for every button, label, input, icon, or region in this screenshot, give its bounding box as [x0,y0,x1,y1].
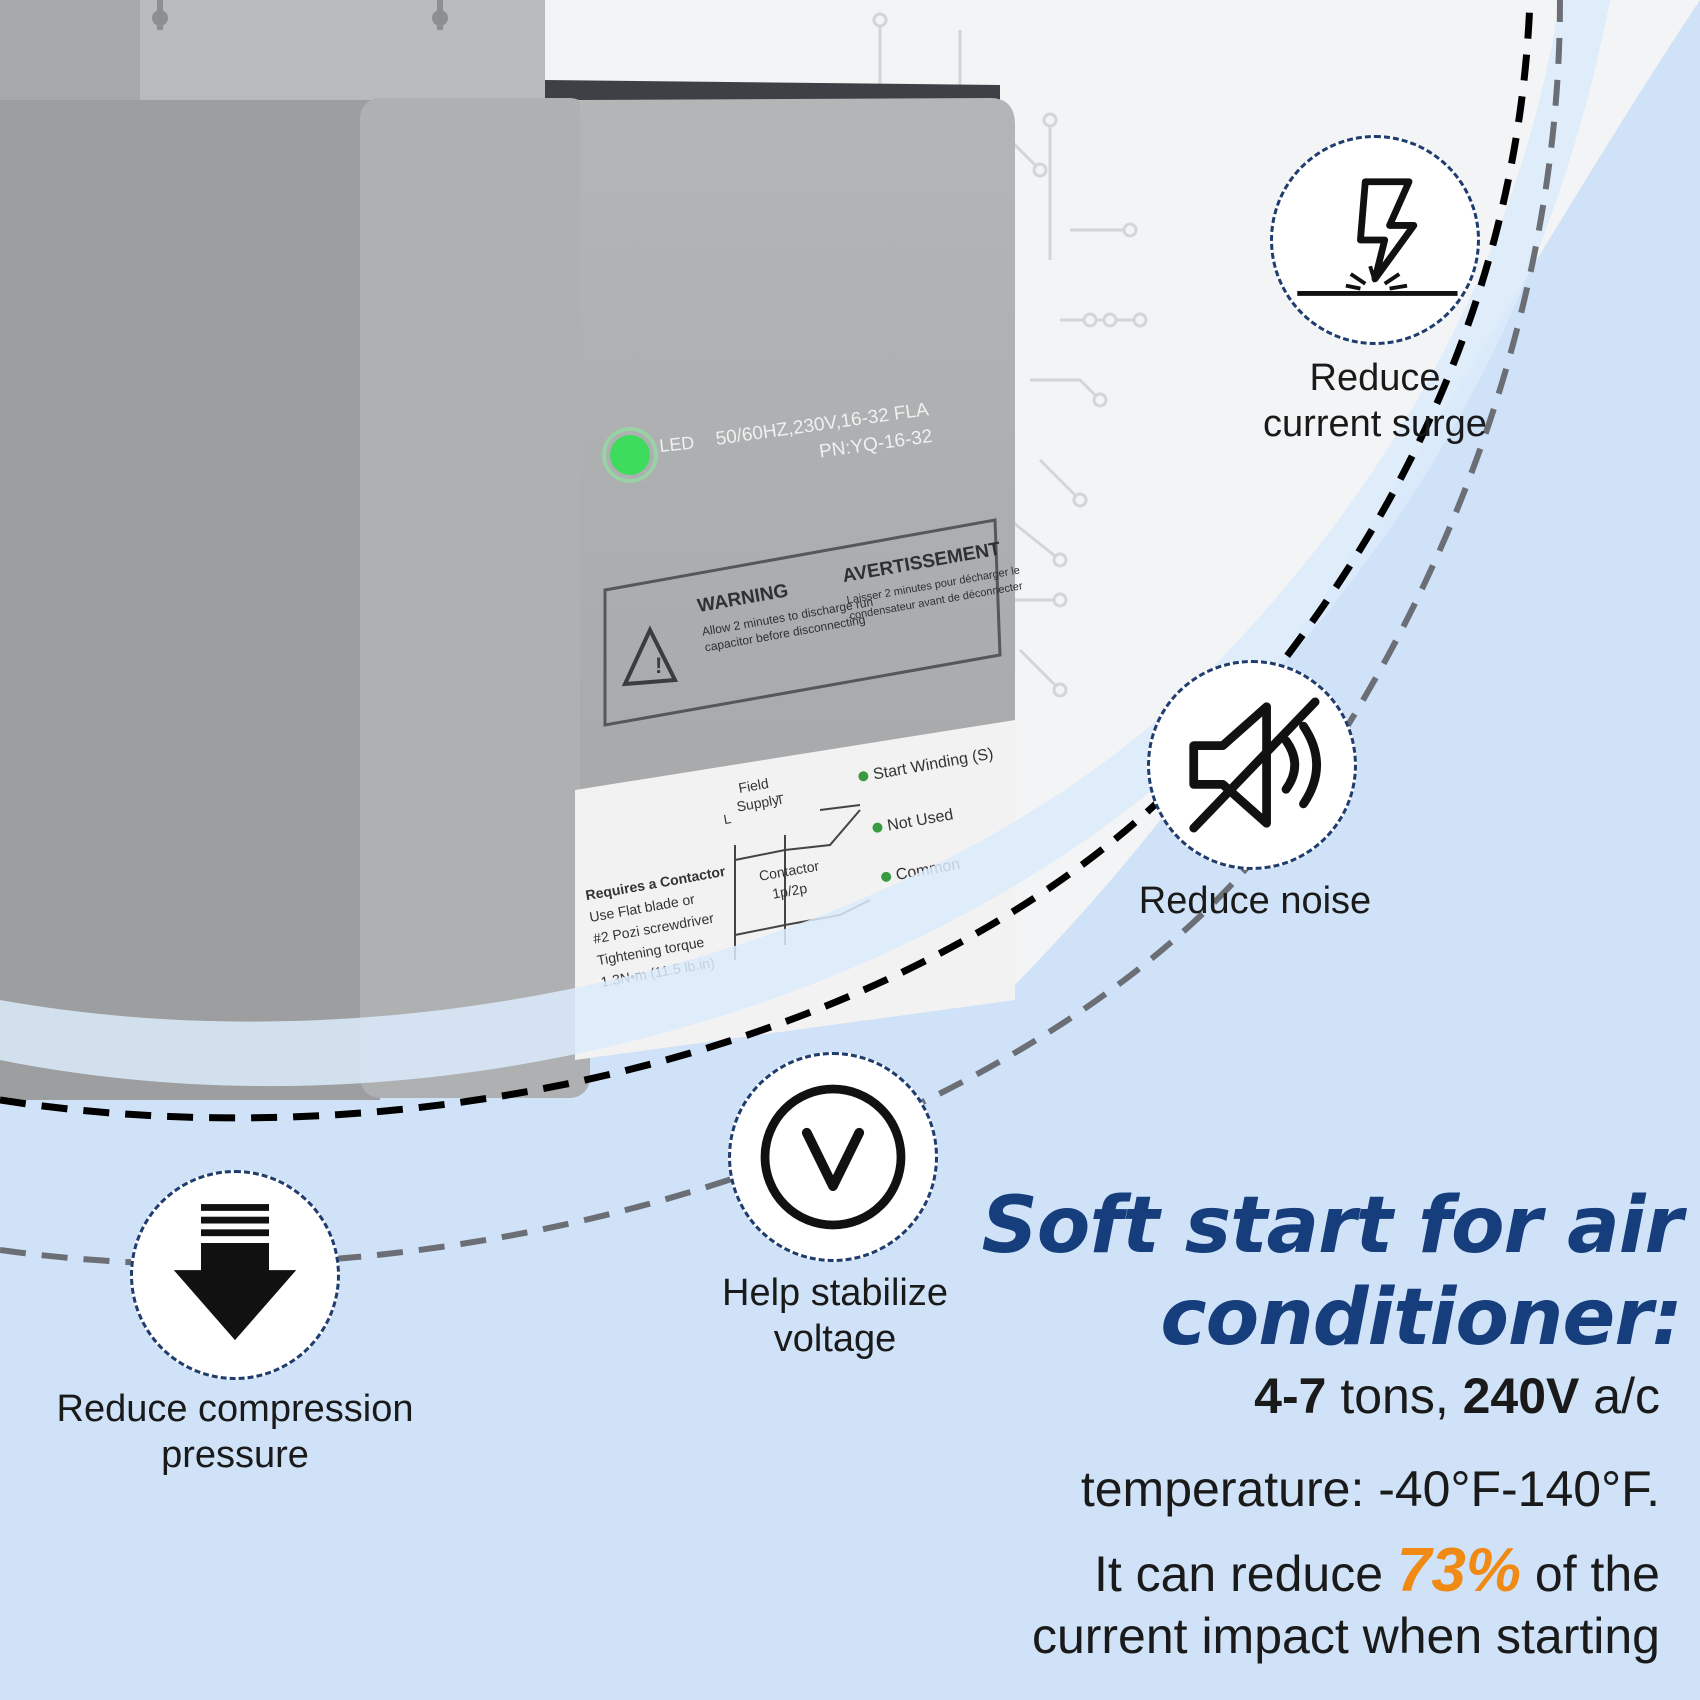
spec-reduce-percent: 73% [1396,1536,1521,1605]
down-arrow-pressure-icon [173,1204,297,1341]
led-label: LED [658,432,695,456]
wiring-t-label: T [775,791,785,807]
spec-reduce-suffix: of the [1521,1546,1660,1602]
headline: Soft start for air conditioner: [922,1180,1683,1364]
spec-reduce-prefix: It can reduce [1093,1546,1397,1602]
feature-circle-voltage [728,1052,938,1262]
spec-tons-value: 4-7 [1254,1368,1327,1424]
wiring-contactor-poles: 1p/2p [771,880,808,902]
caption-pressure-line-1: Reduce compression [56,1388,414,1430]
outer-dashed-arc [0,0,1563,1268]
caption-voltage-line-2: voltage [773,1318,897,1360]
caption-pressure: Reduce compression pressure [30,1386,440,1478]
feature-circle-pressure [130,1170,340,1380]
mute-speaker-icon [1189,697,1321,833]
spec-reduce-line-2: current impact when starting [1031,1608,1660,1664]
terminal-start-dot [858,771,869,782]
caption-current-surge-line-1: Reduce [1309,357,1441,399]
inner-dashed-arc [0,0,1534,1122]
headline-line-2: conditioner: [1160,1273,1683,1363]
wiring-l-label: L [722,811,732,827]
spec-tons-unit: tons, [1326,1368,1463,1424]
feature-circle-noise [1147,660,1357,870]
terminal-common-dot [881,871,892,882]
caption-current-surge: Reduce current surge [1230,355,1520,447]
headline-line-1: Soft start for air [981,1181,1683,1271]
caption-pressure-line-2: pressure [161,1434,309,1476]
wiring-field-label: Field [737,775,770,796]
status-led [610,435,650,475]
spec-temperature-text: temperature: -40°F-140°F. [1080,1461,1660,1517]
lightning-surge-icon [1297,178,1458,296]
spec-temperature: temperature: -40°F-140°F. [760,1458,1660,1520]
terminal-unused-dot [872,822,883,833]
feature-circle-current-surge [1270,135,1480,345]
caption-voltage-line-1: Help stabilize [722,1272,948,1314]
warning-triangle-icon [621,625,679,687]
caption-voltage: Help stabilize voltage [680,1270,990,1362]
spec-capacity: 4-7 tons, 240V a/c [760,1365,1660,1427]
spec-voltage-unit: a/c [1579,1368,1660,1424]
caption-noise-line-1: Reduce noise [1138,880,1372,922]
spec-reduction: It can reduce 73% of the current impact … [760,1540,1660,1667]
caption-noise: Reduce noise [1100,878,1410,924]
spec-voltage-value: 240V [1462,1368,1580,1424]
wiring-supply-label: Supply [735,791,780,814]
voltage-v-icon [760,1084,906,1230]
caption-current-surge-line-2: current surge [1263,403,1487,445]
exclamation-glyph: ! [655,653,662,678]
